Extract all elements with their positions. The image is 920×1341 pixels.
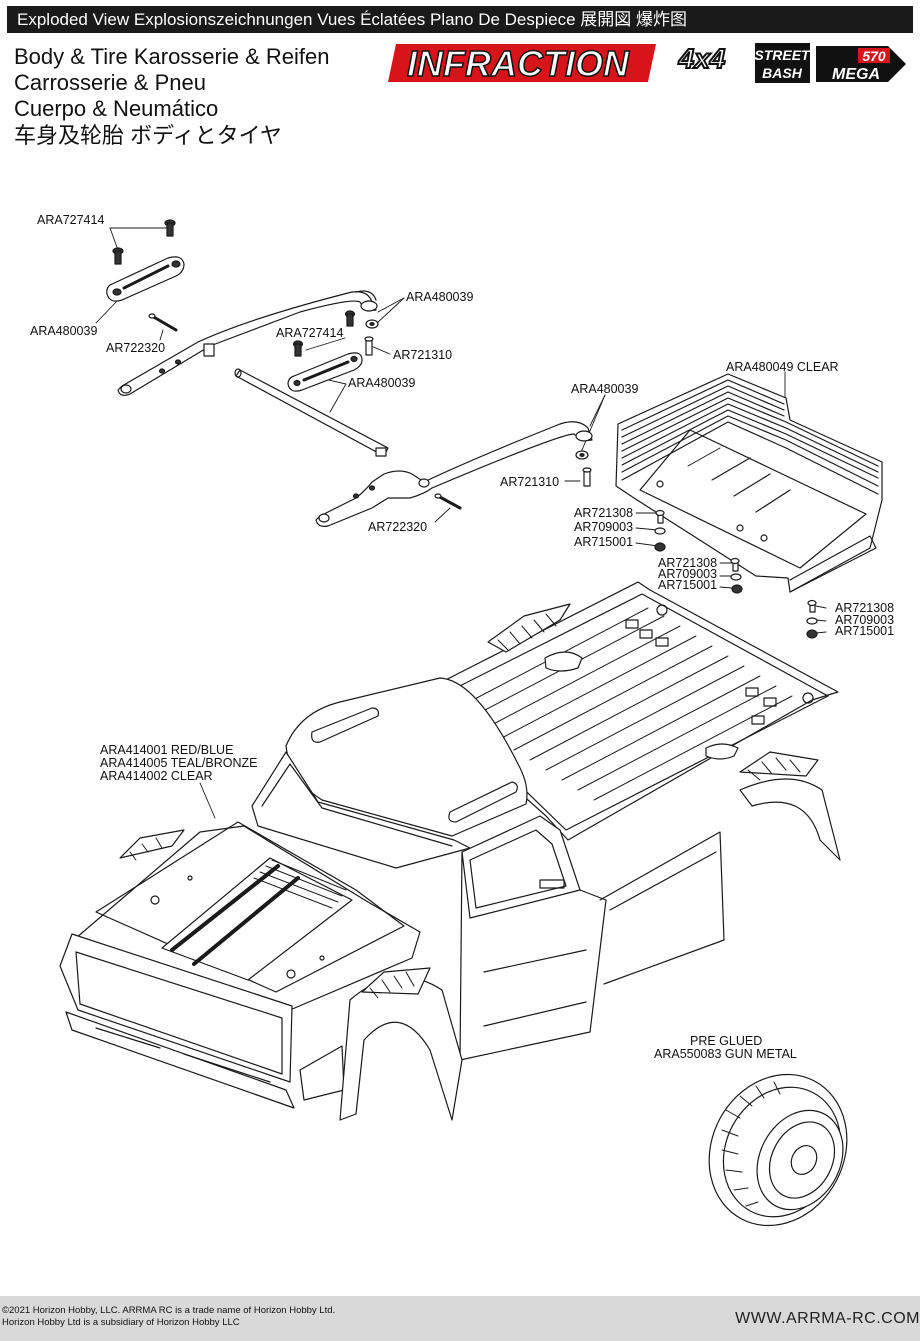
model-name-text: INFRACTION	[407, 43, 630, 84]
part-label-body-clear: ARA414002 CLEAR	[100, 769, 213, 783]
part-label-tire-pre-glued: PRE GLUED	[690, 1034, 763, 1048]
copyright-line-2: Horizon Hobby Ltd is a subsidiary of Hor…	[2, 1317, 240, 1328]
truck-body	[59, 581, 841, 1121]
part-label-brace-right: ARA480039	[571, 382, 639, 396]
part-label-hw2-screw: AR721308	[658, 556, 718, 570]
copyright-line-1: ©2021 Horizon Hobby, LLC. ARRMA RC is a …	[2, 1305, 336, 1316]
infraction-logo: INFRACTION	[388, 42, 656, 85]
exploded-diagram	[59, 219, 883, 1227]
mid-hardware	[292, 310, 379, 357]
title-line-2: Carrosserie & Pneu	[14, 70, 206, 95]
screw-top-left-2	[112, 247, 124, 265]
leader-lines	[95, 227, 827, 819]
part-label-pin-right: AR722320	[368, 520, 428, 534]
logo-area: INFRACTION 4x4 STREET BASH 570 MEGA	[388, 40, 914, 86]
part-label-screw-mid: ARA727414	[276, 326, 344, 340]
body-mount-brace-mid	[287, 352, 363, 392]
part-label-tire-gun-metal: ARA550083 GUN METAL	[654, 1047, 797, 1061]
part-label-hw3-nut: AR715001	[835, 624, 895, 638]
part-label-post-right: AR721310	[500, 475, 560, 489]
tire	[708, 1073, 848, 1227]
part-label-pin-left: AR722320	[106, 341, 166, 355]
part-label-brace-right-top: ARA480039	[406, 290, 474, 304]
part-label-post-mid: AR721310	[393, 348, 453, 362]
part-label-hw2-nut: AR715001	[658, 578, 718, 592]
pin-left	[148, 313, 178, 332]
motor-number-text: 570	[862, 48, 886, 64]
street-bash-badge: STREET BASH	[754, 43, 811, 83]
drive-4x4-logo: 4x4	[678, 43, 726, 74]
wing-hardware	[654, 509, 818, 639]
badge-line-1: STREET	[754, 47, 811, 63]
brand-logos: INFRACTION 4x4 STREET BASH 570 MEGA	[388, 42, 906, 85]
part-label-body-red-blue: ARA414001 RED/BLUE	[100, 743, 234, 757]
part-label-wing: ARA480049 CLEAR	[726, 360, 839, 374]
rear-wing	[615, 373, 883, 593]
title-line-3: Cuerpo & Neumático	[14, 96, 219, 121]
part-label-body-teal-bronze: ARA414005 TEAL/BRONZE	[100, 756, 258, 770]
part-label-screw-top-left: ARA727414	[37, 213, 105, 227]
part-label-hw3-screw: AR721308	[835, 601, 895, 615]
part-label-brace-left: ARA480039	[30, 324, 98, 338]
part-label-hw1-screw: AR721308	[574, 506, 634, 520]
part-label-hw2-washer: AR709003	[658, 567, 718, 581]
left-hardware	[106, 219, 185, 332]
footer: ©2021 Horizon Hobby, LLC. ARRMA RC is a …	[0, 1296, 920, 1341]
part-label-hw1-nut: AR715001	[574, 535, 634, 549]
motor-name-text: MEGA	[832, 66, 880, 83]
header-banner-text: Exploded View Explosionszeichnungen Vues…	[17, 10, 687, 29]
right-hardware	[434, 450, 592, 510]
rear-body-bar-right	[315, 421, 593, 527]
part-label-bar-mid: ARA480039	[348, 376, 416, 390]
screw-top-left-1	[164, 219, 176, 237]
straight-bar	[234, 368, 389, 457]
title-line-1: Body & Tire Karosserie & Reifen	[14, 44, 330, 69]
website-link[interactable]: WWW.ARRMA-RC.COM	[735, 1310, 920, 1327]
title-line-4: 车身及轮胎 ボディとタイヤ	[14, 123, 282, 148]
rear-body-bar-left	[117, 290, 378, 396]
body-mount-brace-left	[106, 256, 185, 302]
badge-line-2: BASH	[762, 65, 803, 81]
mega-570-badge: 570 MEGA	[816, 46, 906, 83]
part-label-hw3-washer: AR709003	[835, 613, 895, 627]
part-label-hw1-washer: AR709003	[574, 520, 634, 534]
header-banner: Exploded View Explosionszeichnungen Vues…	[7, 6, 913, 33]
